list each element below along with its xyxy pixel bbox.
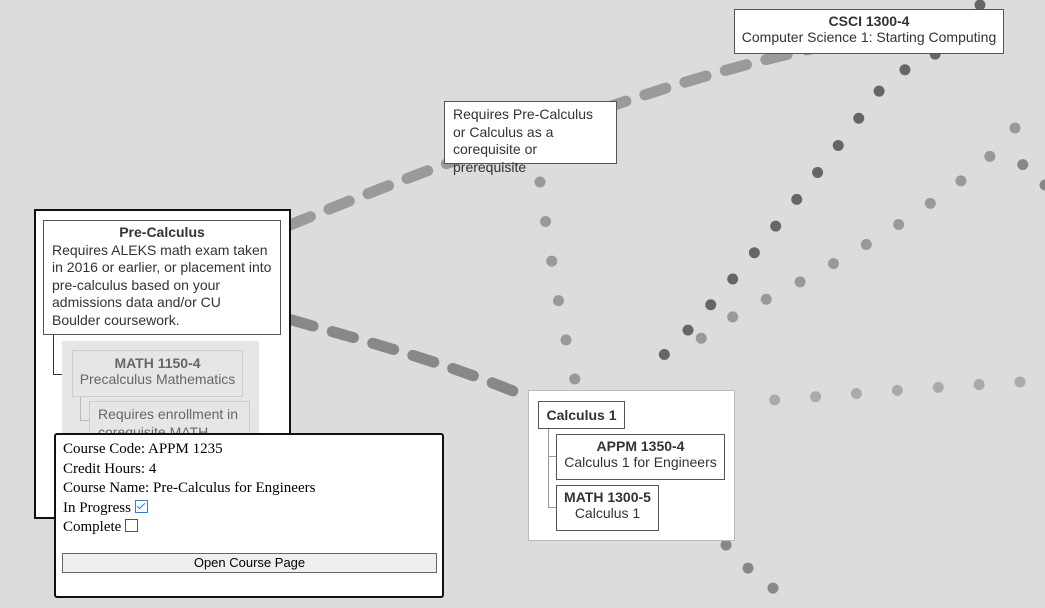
course-title: Calculus 1 for Engineers bbox=[564, 454, 717, 470]
in-progress-label: In Progress bbox=[63, 499, 131, 516]
course-info-popup: Course Code: APPM 1235 Credit Hours: 4 C… bbox=[54, 433, 444, 598]
in-progress-checkbox[interactable] bbox=[134, 499, 148, 513]
edge-note-to-calculus bbox=[534, 176, 582, 390]
course-title: Precalculus Mathematics bbox=[79, 371, 236, 387]
tree-connector bbox=[548, 456, 556, 457]
complete-label: Complete bbox=[63, 519, 122, 535]
tree-connector bbox=[80, 420, 89, 421]
edge-right-upper bbox=[1004, 149, 1045, 191]
open-course-page-button[interactable]: Open Course Page bbox=[62, 553, 437, 573]
course-node-csci-1300[interactable]: CSCI 1300-4 Computer Science 1: Starting… bbox=[734, 9, 1004, 54]
tree-connector bbox=[548, 507, 556, 508]
course-node-math-1150[interactable]: MATH 1150-4 Precalculus Mathematics bbox=[72, 350, 243, 397]
edge-right-to-calculus bbox=[684, 122, 1021, 351]
course-code: MATH 1150-4 bbox=[114, 355, 201, 371]
in-progress-row: In Progress bbox=[63, 499, 435, 519]
group-description: Requires ALEKS math exam taken in 2016 o… bbox=[52, 241, 272, 328]
edge-calculus-down bbox=[720, 539, 794, 606]
course-code: APPM 1350-4 bbox=[596, 438, 685, 454]
complete-row: Complete bbox=[63, 518, 435, 538]
edge-csci-to-calculus bbox=[634, 0, 986, 382]
course-node-math-1300[interactable]: MATH 1300-5 Calculus 1 bbox=[556, 485, 659, 531]
course-node-appm-1350[interactable]: APPM 1350-4 Calculus 1 for Engineers bbox=[556, 434, 725, 480]
popup-course-name: Course Name: Pre-Calculus for Engineers bbox=[63, 480, 316, 496]
tree-connector bbox=[548, 429, 549, 508]
complete-checkbox[interactable] bbox=[125, 519, 139, 532]
popup-credit-hours: Credit Hours: 4 bbox=[63, 460, 157, 477]
edge-precalc-to-calculus bbox=[286, 314, 536, 404]
group-title: Pre-Calculus bbox=[119, 224, 205, 240]
tree-connector bbox=[80, 397, 81, 421]
course-code: CSCI 1300-4 bbox=[828, 13, 910, 29]
course-code: MATH 1300-5 bbox=[564, 489, 651, 505]
tree-connector bbox=[53, 335, 54, 375]
calculus-header: Calculus 1 bbox=[538, 401, 625, 429]
popup-course-code: Course Code: APPM 1235 bbox=[63, 441, 223, 457]
precalculus-header: Pre-Calculus Requires ALEKS math exam ta… bbox=[43, 220, 281, 335]
edge-right-row bbox=[729, 376, 1026, 409]
course-title: Calculus 1 bbox=[574, 505, 641, 521]
tree-connector bbox=[53, 374, 62, 375]
requirement-note: Requires Pre-Calculus or Calculus as a c… bbox=[444, 101, 617, 175]
course-title: Computer Science 1: Starting Computing bbox=[741, 29, 997, 45]
